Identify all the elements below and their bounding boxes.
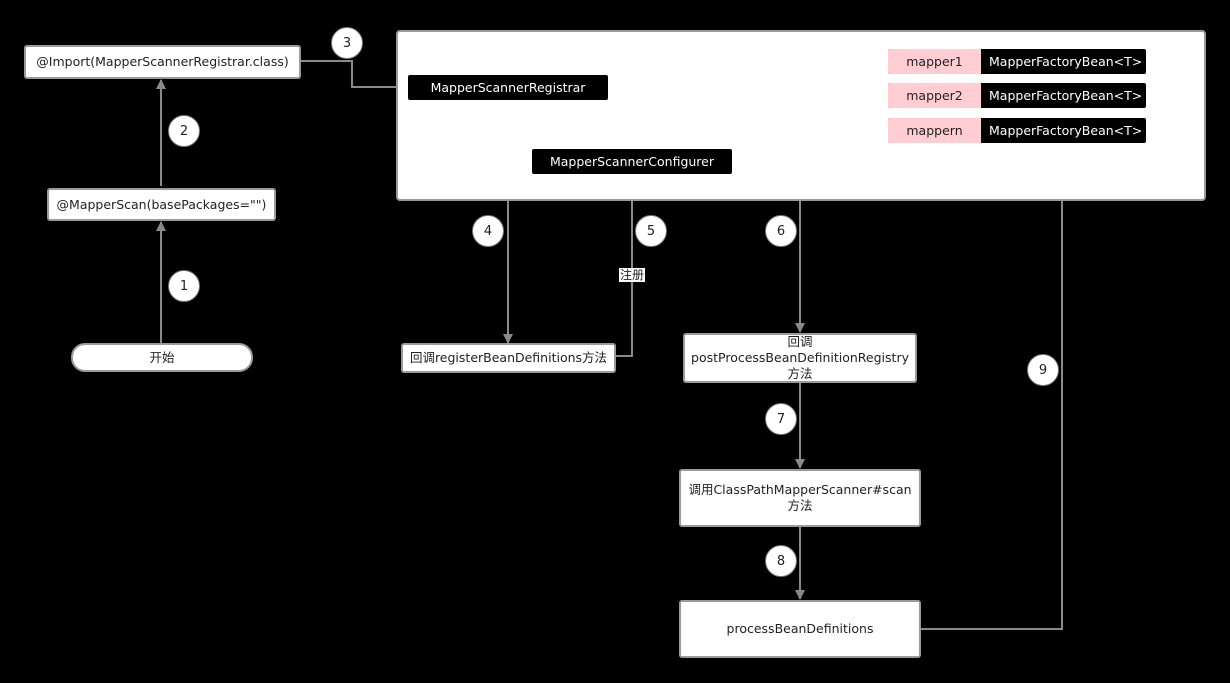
post-process-label: 回调 postProcessBeanDefinitionRegistry 方法 [691,334,909,381]
register-callback-node: 回调registerBeanDefinitions方法 [401,343,616,373]
import-node: @Import(MapperScannerRegistrar.class) [24,45,301,79]
mapper-name: mapper2 [888,83,981,108]
configurer-node: MapperScannerConfigurer [530,147,734,176]
edge-import-to-registrar [301,60,406,92]
mapper-row: mapper2 MapperFactoryBean<T> [886,81,1148,110]
mapper-type: MapperFactoryBean<T> [989,54,1143,69]
mapper-scan-label: @MapperScan(basePackages="") [56,196,267,212]
step-badge: 7 [765,403,797,435]
mapper-scan-node: @MapperScan(basePackages="") [47,188,276,221]
edge-callback-to-configurer [616,176,637,357]
step-badge: 1 [168,270,200,302]
step-badge: 5 [635,215,667,247]
register-callback-label: 回调registerBeanDefinitions方法 [409,350,608,365]
scan-call-label: 调用ClassPathMapperScanner#scan 方法 [688,482,912,513]
step-badge: 4 [472,215,504,247]
step-badge: 6 [765,215,797,247]
import-label: @Import(MapperScannerRegistrar.class) [36,54,289,69]
step-badge: 2 [168,115,200,147]
mapper-type: MapperFactoryBean<T> [989,123,1143,138]
registrar-label: MapperScannerRegistrar [430,79,586,95]
configurer-label: MapperScannerConfigurer [549,153,714,169]
edge-label-register: 注册 [619,268,646,282]
start-node: 开始 [71,343,253,372]
step-badge: 8 [765,545,797,577]
process-definitions-label: processBeanDefinitions [726,621,874,636]
scan-call-node: 调用ClassPathMapperScanner#scan 方法 [679,469,921,527]
process-definitions-node: processBeanDefinitions [679,600,921,658]
mapper-row: mapper1 MapperFactoryBean<T> [886,47,1148,76]
start-node-label: 开始 [149,349,175,365]
post-process-node: 回调 postProcessBeanDefinitionRegistry 方法 [683,333,917,383]
mapper-name: mappern [888,118,981,143]
step-badge: 3 [331,27,363,59]
edge-process-to-mappers [921,146,1067,630]
mapper-name: mapper1 [888,49,981,74]
mapper-type: MapperFactoryBean<T> [989,88,1143,103]
registrar-node: MapperScannerRegistrar [406,73,610,102]
mapper-row: mappern MapperFactoryBean<T> [886,116,1148,145]
step-badge: 9 [1027,354,1059,386]
